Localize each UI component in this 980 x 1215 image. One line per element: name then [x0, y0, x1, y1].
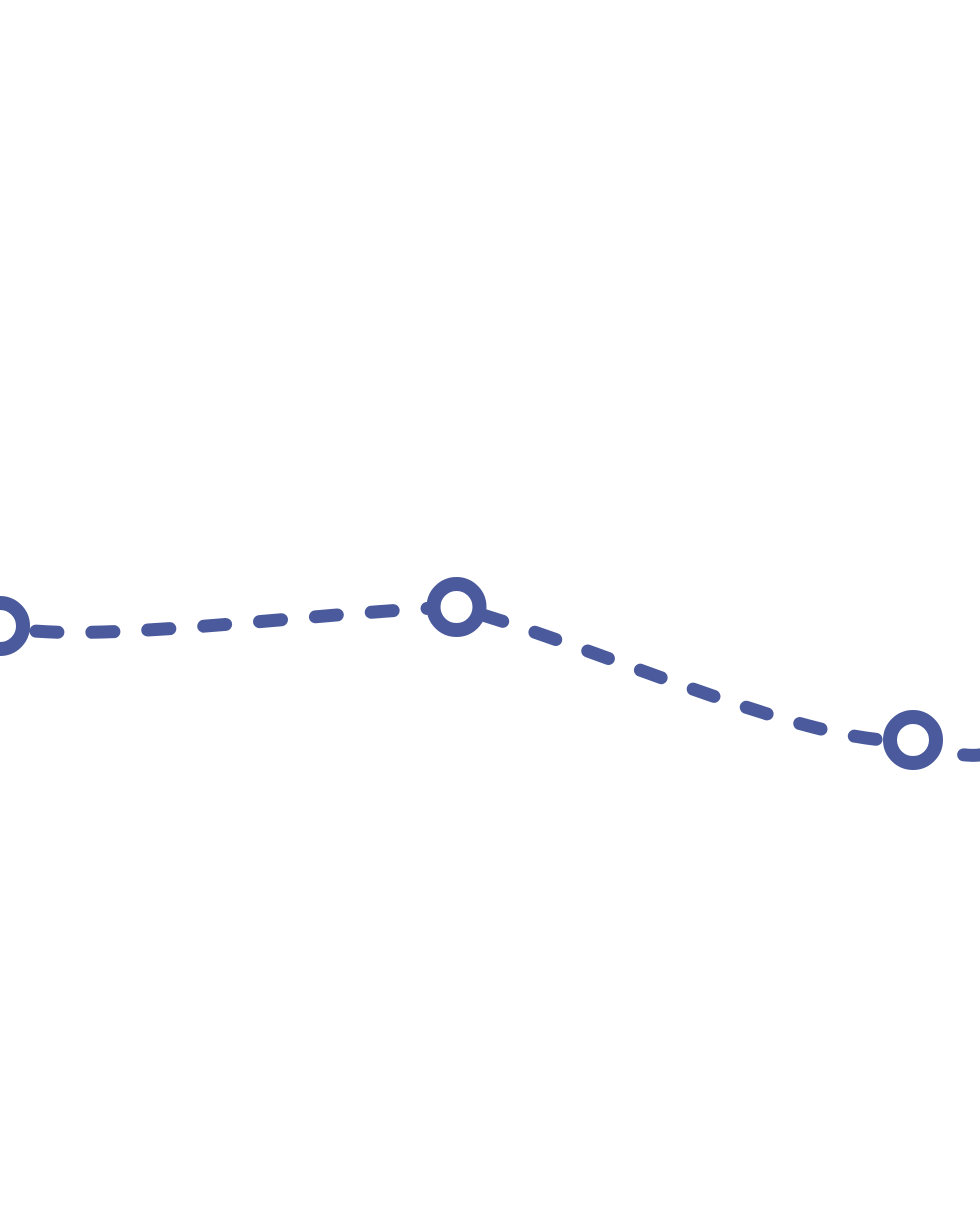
data-point-0	[0, 596, 30, 656]
data-point-1	[426, 577, 487, 637]
plot-layer	[0, 577, 980, 770]
data-point-2	[883, 710, 943, 770]
series-line-0	[0, 600, 980, 762]
